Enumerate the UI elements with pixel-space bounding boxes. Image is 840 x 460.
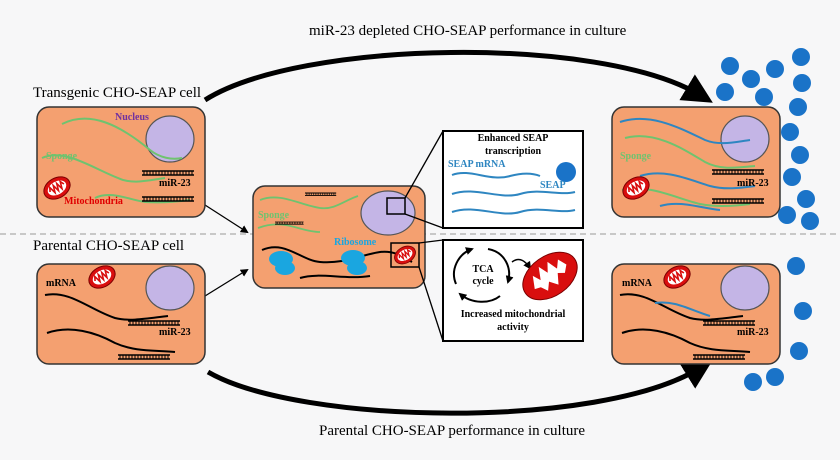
seap-secreted-top	[716, 48, 819, 230]
sponge-label: Sponge	[46, 151, 78, 162]
zoom-connector	[418, 239, 444, 244]
seap-panel-title-2: transcription	[484, 146, 542, 157]
zoom-connector	[404, 213, 444, 229]
ribosome-label: Ribosome	[334, 237, 377, 248]
tca-label-1: TCA	[472, 264, 494, 275]
seap-secreted-bottom	[744, 257, 812, 391]
mrna-strand	[44, 293, 169, 321]
mir23-label: miR-23	[159, 327, 191, 338]
title-top: miR-23 depleted CHO-SEAP performance in …	[309, 23, 627, 39]
mrna-strand	[621, 328, 751, 353]
mrna-strand	[46, 328, 176, 353]
sponge-label: Sponge	[620, 151, 652, 162]
row-label-parental: Parental CHO-SEAP cell	[33, 238, 185, 254]
mrna-label: mRNA	[622, 278, 652, 289]
mrna-strand	[619, 117, 751, 145]
nucleus	[360, 190, 416, 236]
mrna-strand	[619, 293, 744, 321]
mrna-strand	[659, 202, 721, 211]
tca-cycle-arrows	[487, 248, 514, 284]
row-label-transgenic: Transgenic CHO-SEAP cell	[33, 85, 202, 101]
mrna-label: mRNA	[46, 278, 76, 289]
mir23-strand	[127, 320, 181, 326]
arrow-to-middle-2	[204, 268, 249, 297]
mir23-strand	[692, 354, 746, 360]
sponge-strand	[257, 223, 321, 233]
arrow-to-middle	[204, 204, 249, 234]
nucleus	[145, 265, 195, 311]
mito-caption-2: activity	[497, 322, 529, 333]
transgenic-cell	[36, 106, 206, 218]
seap-mrna-label: SEAP mRNA	[448, 159, 506, 170]
mir23-strand	[274, 221, 305, 225]
sponge-strand	[624, 135, 756, 169]
mito-panel	[442, 239, 584, 342]
bottom-arc-arrow	[206, 360, 713, 416]
seap-panel	[442, 130, 584, 229]
top-arc-arrow	[203, 50, 713, 103]
mrna-strand	[654, 301, 711, 317]
mir23-strand	[711, 198, 765, 204]
zoom-connector	[418, 266, 444, 342]
zoom-box-nucleus	[386, 197, 406, 215]
zoom-connector	[404, 130, 444, 199]
mir23-label: miR-23	[737, 178, 769, 189]
mir23-strand	[141, 170, 195, 176]
seap-protein-label: SEAP	[540, 180, 566, 191]
nucleus-label: Nucleus	[115, 112, 149, 123]
mitochondrion-large	[522, 251, 578, 301]
parental-cell	[36, 260, 206, 365]
sponge-label: Sponge	[258, 210, 290, 221]
mito-caption-1: Increased mitochondrial	[460, 309, 566, 320]
nucleus	[145, 115, 195, 163]
tca-label-2: cycle	[472, 276, 494, 287]
mir23-label: miR-23	[159, 178, 191, 189]
parental-cell-result	[611, 260, 781, 365]
mir23-strand	[304, 192, 337, 196]
mrna-strand	[299, 274, 371, 279]
transgenic-cell-result	[611, 106, 781, 218]
ribosome	[341, 250, 367, 275]
sponge-strand	[61, 117, 183, 160]
zoom-box-mito	[390, 242, 420, 268]
title-bottom: Parental CHO-SEAP performance in culture	[319, 423, 586, 439]
seap-panel-title-1: Enhanced SEAP	[477, 133, 549, 144]
mir23-label: miR-23	[737, 327, 769, 338]
mitochondria-label: Mitochondria	[64, 196, 123, 207]
nucleus	[720, 265, 770, 311]
mir23-strand	[702, 320, 756, 326]
seap-protein-dot	[556, 162, 576, 182]
sponge-strand	[259, 195, 359, 210]
middle-cell	[252, 185, 426, 289]
mir23-strand	[711, 169, 765, 175]
mir23-strand	[117, 354, 171, 360]
sponge-strand	[41, 154, 166, 183]
mir23-strand	[141, 196, 195, 202]
ribosome	[269, 251, 295, 275]
nucleus	[720, 115, 770, 163]
mrna-strand	[639, 172, 756, 190]
